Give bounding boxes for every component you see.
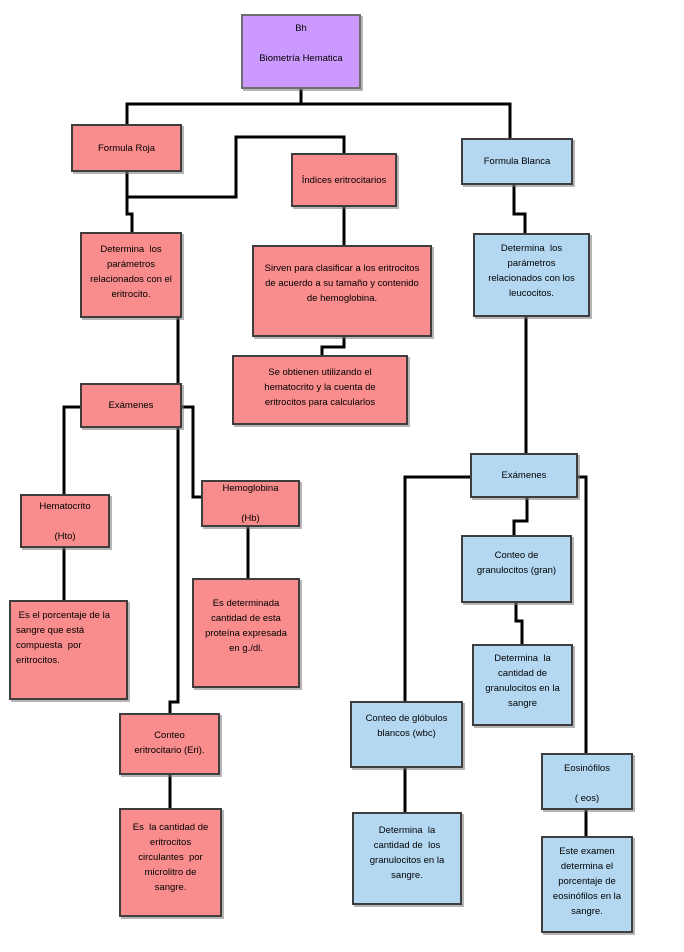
node-text-line: Conteo [154, 730, 185, 741]
node-text-line: cantidad de los [373, 840, 441, 851]
connector-line [576, 475, 588, 755]
node-indices-eritrocitarios: Índices eritrocitarios [291, 153, 397, 207]
node-text-line: granulocitos (gran) [476, 565, 557, 576]
node-text-line: Es el porcentaje de la [16, 610, 111, 621]
node-text-line: Se obtienen utilizando el [268, 367, 372, 378]
node-text-line: Determina la [378, 825, 436, 836]
node-text-line: eritrocitos para calcularlos [264, 397, 376, 408]
node-text-line: sangre que está [16, 625, 85, 636]
node-text-line: sangre. [571, 906, 603, 917]
node-text-line: sangre [507, 698, 538, 709]
node-cantidad-eritrocitos: Es la cantidad de eritrocitos circulantes … [119, 808, 222, 917]
node-determina-eritrocito: Determina los parámetros relacionados con … [80, 232, 182, 318]
node-text-line: compuesta por [16, 640, 82, 651]
node-text-line: Es la cantidad de [132, 822, 209, 833]
node-text-line: Índices eritrocitarios [301, 174, 387, 186]
node-text-line: Sirven para clasificar a los eritrocitos [264, 263, 420, 274]
node-text-line: (Hto) [54, 530, 76, 542]
node-text-line: en g./dl. [229, 643, 263, 654]
node-text-line: leucocitos. [509, 288, 554, 299]
node-eosinofilos: Eosinófilos ( eos) [541, 753, 633, 810]
node-text-line: porcentaje de [558, 876, 616, 887]
node-conteo-eritrocitario: Conteo eritrocitario (Eri). [119, 713, 220, 775]
node-text-line: cantidad de [497, 668, 548, 679]
node-text-line: circulantes por [138, 852, 203, 863]
node-text-line: sangre. [154, 882, 187, 893]
connector-line [514, 601, 524, 646]
node-examenes-formula-blanca: Exámenes [470, 453, 578, 498]
node-conteo-granulocitos: Conteo de granulocitos (gran) [461, 535, 572, 603]
node-porcentaje-sangre: Es el porcentaje de la sangre que está com… [9, 600, 128, 700]
node-text-line: parámetros [106, 259, 156, 270]
node-text-line: eritrocitos [149, 837, 192, 848]
node-text-line: eritrocitario (Eri). [134, 745, 205, 756]
node-text-line: blancos (wbc) [377, 728, 436, 739]
node-sirven-clasificar: Sirven para clasificar a los eritrocitos… [252, 245, 432, 337]
node-formula-blanca: Formula Blanca [461, 138, 573, 185]
node-text-line: Exámenes [501, 470, 547, 481]
node-text-line: determina el [560, 861, 614, 872]
node-text-line: Exámenes [108, 400, 154, 411]
node-text-line: Es determinada [212, 598, 280, 609]
node-text-line: Determina los [100, 244, 162, 255]
node-text-line: eosinófilos en la [552, 891, 622, 902]
connector-line [512, 496, 529, 537]
node-text-line: granulocitos en la [369, 855, 445, 866]
node-examenes-formula-roja: Exámenes [80, 383, 182, 428]
node-determina-globulos-blancos: Determina la cantidad de los granulocitos … [352, 812, 462, 905]
node-es-determinada: Es determinada cantidad de esta proteína e… [192, 578, 300, 688]
node-text-line: eritrocitos. [16, 655, 60, 666]
node-text-line: (Hb) [241, 513, 260, 524]
node-hematocrito: Hematocrito (Hto) [20, 494, 110, 548]
node-text-line: Hematocrito [39, 500, 91, 512]
node-formula-roja: Formula Roja [71, 124, 182, 172]
node-text-line: Conteo de [494, 550, 539, 561]
node-text-line: de acuerdo a su tamaño y contenido [265, 278, 419, 289]
node-text-line: Biometría Hematica [259, 53, 343, 64]
node-text-line: relacionados con los [488, 273, 575, 284]
connector-line [168, 426, 180, 715]
node-text-line: proteína expresada [205, 628, 287, 639]
connector-line [403, 475, 472, 703]
node-text-line: hematocrito y la cuenta de [264, 382, 376, 393]
node-text-line: Hemoglobina [222, 483, 279, 494]
node-determina-leucocitos: Determina los parámetros relacionados con … [473, 233, 590, 317]
node-text-line: Formula Roja [97, 142, 156, 154]
node-text-line: relacionados con el [90, 274, 172, 285]
connector-line [320, 335, 346, 357]
node-text-line: granulocitos en la [485, 683, 560, 694]
node-se-obtienen: Se obtienen utilizando el hematocrito y l… [232, 355, 408, 425]
connector-line [125, 135, 346, 199]
connector-line [125, 102, 512, 140]
node-text-line: Este examen [559, 846, 615, 857]
node-text-line: Eosinófilos [564, 763, 610, 774]
node-text-line: ( eos) [574, 793, 600, 804]
connector-line [62, 405, 82, 496]
node-text-line: sangre. [391, 870, 423, 881]
node-text-line: Determina la [494, 653, 551, 664]
connector-line [180, 405, 203, 499]
node-text-line: parámetros [507, 258, 556, 269]
node-text-line: Determina los [500, 243, 563, 254]
node-text-line: eritrocito. [111, 289, 151, 300]
node-este-examen: Este examen determina el porcentaje de eosi… [541, 836, 633, 933]
node-text-line: Formula Blanca [483, 156, 551, 167]
node-text-line: Bh [295, 23, 307, 34]
node-determina-granulocitos: Determina la cantidad de granulocitos en l… [472, 644, 573, 726]
node-text-line: de hemoglobina. [306, 293, 378, 304]
node-text-line: Conteo de glóbulos [365, 713, 448, 724]
node-text-line: cantidad de esta [211, 613, 281, 624]
node-text-line: microlitro de [144, 867, 197, 878]
node-conteo-globulos-blancos: Conteo de glóbulos blancos (wbc) [350, 701, 463, 768]
connector-line [125, 195, 134, 234]
node-hemoglobina: Hemoglobina (Hb) [201, 480, 300, 527]
connector-line [512, 183, 527, 235]
